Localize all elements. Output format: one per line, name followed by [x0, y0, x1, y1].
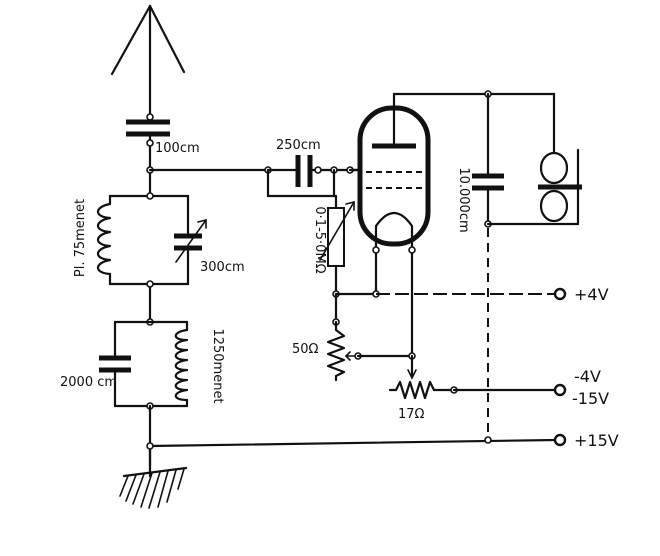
ground-symbol: [119, 444, 188, 509]
bypass-capacitor: [472, 92, 504, 440]
antenna-capacitor: [126, 113, 170, 172]
bypass-cap-label: 10.000cm: [456, 167, 471, 232]
reaction-cap-label: 2000 cm: [60, 375, 117, 390]
rheostat-17: [388, 380, 458, 400]
primary-coil-label: Pl. 75menet: [73, 199, 88, 277]
reaction-coil: [174, 320, 189, 408]
tuning-cap-label: 300cm: [200, 260, 245, 275]
tuning-capacitor: [174, 194, 207, 286]
terminal-minus-4v: -4V: [574, 367, 601, 386]
terminal-plus-15v: +15V: [574, 431, 619, 450]
antenna-symbol: [110, 4, 186, 120]
grid-cap-label: 250cm: [276, 138, 321, 153]
primary-coil: [96, 194, 112, 286]
terminal-plus-4v: +4V: [574, 285, 609, 304]
vacuum-tube: [357, 92, 431, 247]
grid-leak-resistor: [266, 168, 355, 296]
reaction-coil-label: 1250menet: [210, 328, 225, 403]
rheostat-17-label: 17Ω: [398, 407, 425, 422]
antenna-cap-label: 100cm: [155, 141, 200, 156]
headphones-symbol: [486, 92, 582, 226]
grid-capacitor: [266, 155, 362, 187]
terminal-minus-15v: -15V: [572, 389, 609, 408]
rheostat-50: [326, 292, 414, 382]
rheostat-50-label: 50Ω: [292, 342, 319, 357]
grid-leak-label: 0·1-5·0MΩ: [312, 206, 327, 273]
reaction-capacitor: [99, 320, 131, 408]
